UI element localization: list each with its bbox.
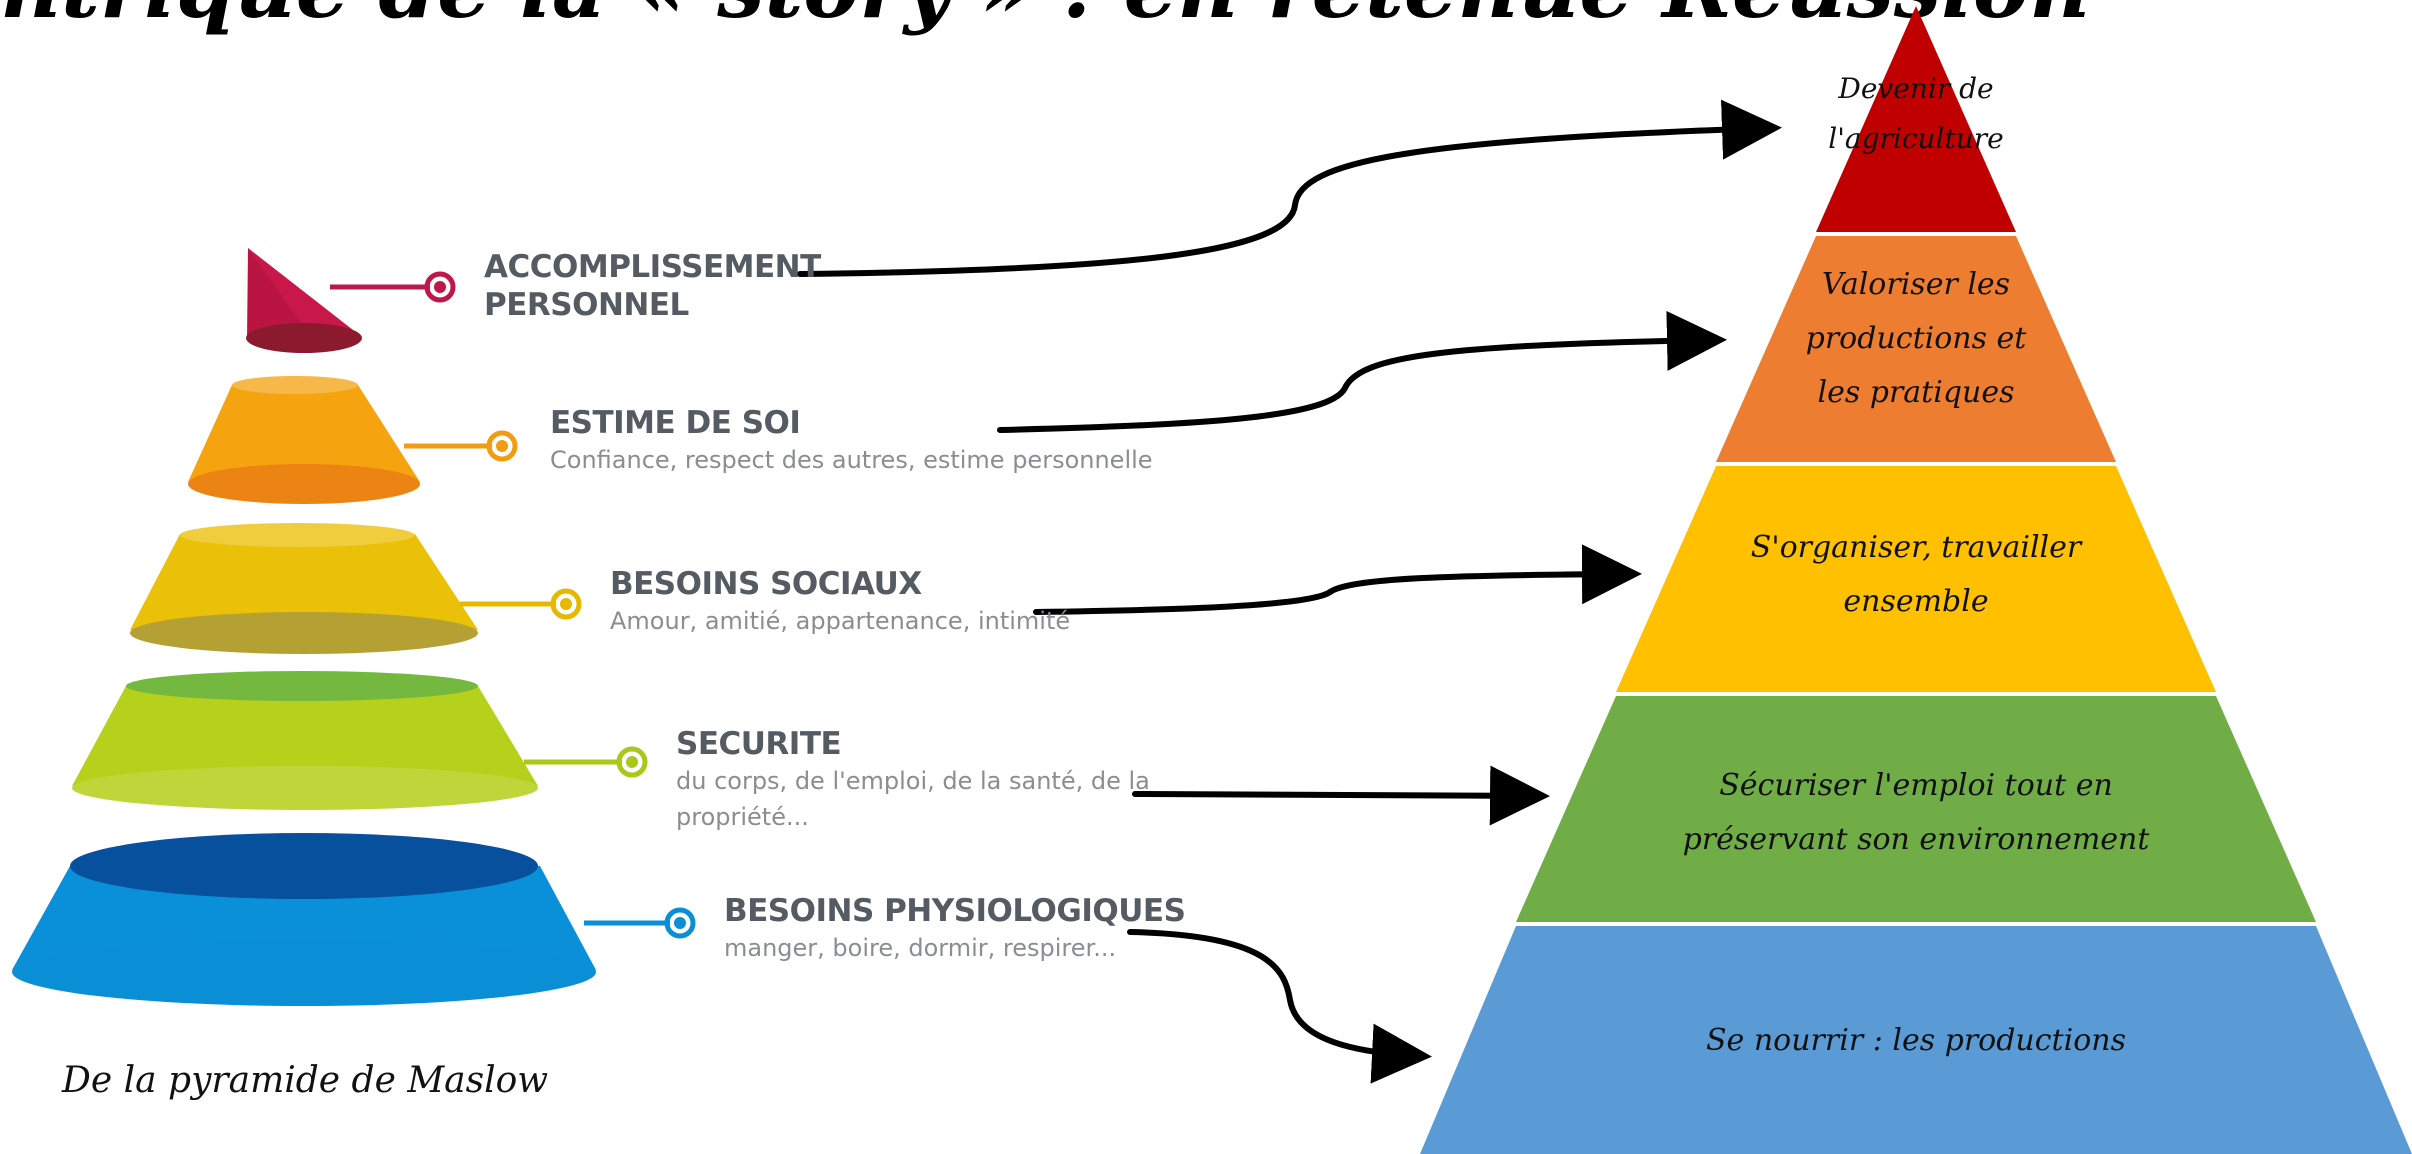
maslow-level-1-heading-line2: PERSONNEL — [484, 287, 689, 323]
maslow-level-2-description: Confiance, respect des autres, estime pe… — [550, 446, 1153, 474]
maslow-level-3-heading: BESOINS SOCIAUX — [610, 566, 922, 602]
pyramid-tier-1 — [1816, 6, 2016, 232]
maslow-level-1-shape — [246, 248, 456, 353]
maslow-level-5-shape — [12, 833, 696, 1006]
needs-pyramid — [1420, 6, 2412, 1154]
maslow-level-2-heading: ESTIME DE SOI — [550, 405, 801, 441]
pyramid-tier-4 — [1516, 696, 2316, 922]
pyramid-tier-5 — [1420, 926, 2412, 1154]
arrow-2 — [997, 310, 1727, 433]
connector-arrows — [797, 99, 1782, 1084]
maslow-level-4-description: du corps, de l'emploi, de la santé, de l… — [676, 767, 1150, 795]
pyramid-tier-5-label: Se nourrir : les productions — [1706, 1023, 2126, 1058]
maslow-level-1-heading: ACCOMPLISSEMENT — [484, 249, 821, 285]
maslow-level-4-heading: SECURITE — [676, 726, 842, 762]
maslow-level-4-shape — [72, 671, 648, 810]
maslow-level-3-shape — [130, 523, 582, 654]
maslow-level-4-description-line2: propriété... — [676, 803, 809, 831]
pyramid-tier-2-label: Valoriser les productions et les pratiqu… — [1805, 267, 2027, 410]
pyramid-tier-2 — [1716, 236, 2116, 462]
maslow-level-5-heading: BESOINS PHYSIOLOGIQUES — [724, 893, 1186, 929]
maslow-level-2-shape — [188, 376, 518, 504]
maslow-pyramid — [12, 248, 696, 1006]
page-title: ntrique de la « story » : en retenue Réu… — [0, 0, 2090, 37]
maslow-level-3-description: Amour, amitié, appartenance, intimité — [610, 607, 1071, 635]
arrow-4 — [1132, 765, 1550, 826]
pyramid-tier-4-label: Sécuriser l'emploi tout en préservant so… — [1682, 768, 2150, 857]
arrow-3 — [1033, 544, 1642, 615]
maslow-level-5-description: manger, boire, dormir, respirer... — [724, 934, 1117, 962]
pyramid-tier-1-label: Devenir de l'agriculture — [1828, 72, 2004, 155]
arrow-5 — [1127, 929, 1432, 1084]
arrow-1 — [797, 99, 1782, 277]
caption: De la pyramide de Maslow — [62, 1060, 549, 1101]
pyramid-tier-3-label: S'organiser, travailler ensemble — [1750, 530, 2082, 619]
pyramid-tier-3 — [1616, 466, 2216, 692]
